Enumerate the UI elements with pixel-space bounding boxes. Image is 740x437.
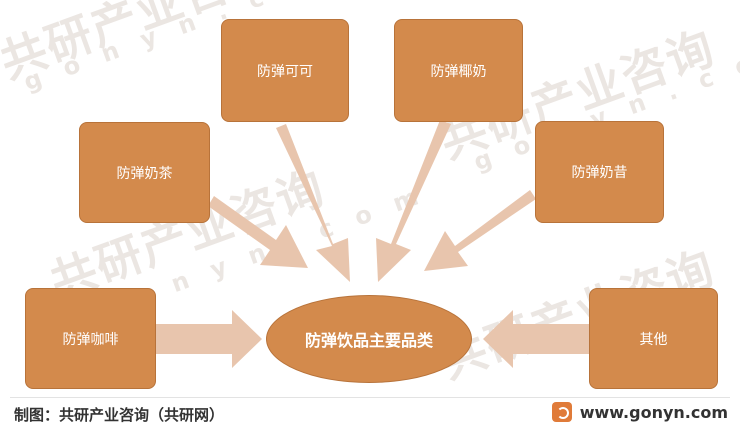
node-cocoa: 防弹可可 — [221, 19, 349, 122]
footer-divider — [10, 397, 730, 398]
arrow-from-milk-tea — [208, 196, 308, 268]
footer-brand: www.gonyn.com — [551, 402, 728, 422]
arrow-from-coffee — [155, 310, 262, 368]
arrow-from-milkshake — [424, 190, 536, 271]
arrow-from-coconut — [376, 120, 451, 282]
site-url[interactable]: www.gonyn.com — [579, 402, 728, 422]
arrow-from-others — [483, 310, 590, 368]
node-others: 其他 — [589, 288, 718, 389]
node-coconut: 防弹椰奶 — [394, 19, 523, 122]
gonyn-logo-icon — [551, 402, 572, 422]
node-coffee: 防弹咖啡 — [25, 288, 156, 389]
node-milk-tea: 防弹奶茶 — [79, 122, 210, 223]
node-milkshake: 防弹奶昔 — [535, 121, 664, 223]
arrow-from-cocoa — [276, 124, 350, 282]
center-node: 防弹饮品主要品类 — [266, 295, 472, 383]
source-credit: 制图：共研产业咨询（共研网） — [14, 406, 225, 424]
